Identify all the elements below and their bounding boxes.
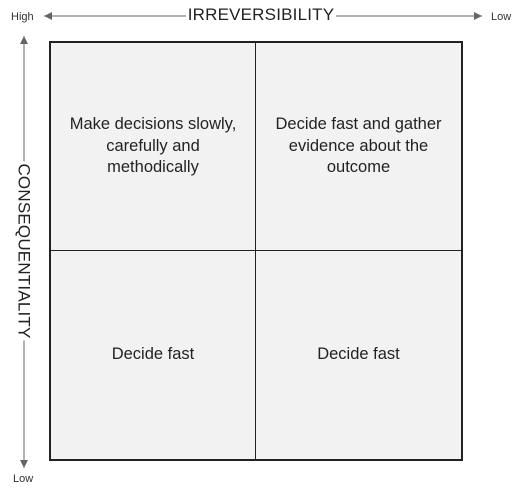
y-axis-title-text: CONSEQUENTIALITY (14, 161, 34, 341)
decision-matrix: Make decisions slowly, carefully and met… (49, 41, 463, 461)
quadrant-bottom-right: Decide fast (256, 251, 461, 459)
x-axis-arrowhead-right (474, 12, 482, 20)
x-axis-arrowhead-left (44, 12, 52, 20)
y-axis-end-label: Low (13, 473, 34, 485)
quadrant-bottom-left: Decide fast (51, 251, 256, 459)
x-axis-title: IRREVERSIBILITY (0, 5, 522, 24)
x-axis-end-label: Low (491, 11, 512, 23)
quadrant-top-right-text: Decide fast and gather evidence about th… (275, 115, 442, 177)
y-axis-arrowhead-bottom (20, 460, 28, 468)
x-axis-start-label: High (11, 11, 34, 23)
x-axis-title-text: IRREVERSIBILITY (185, 5, 337, 24)
quadrant-bottom-right-text: Decide fast (317, 345, 400, 364)
quadrant-top-left-text: Make decisions slowly, carefully and met… (69, 115, 237, 177)
quadrant-bottom-left-text: Decide fast (111, 345, 195, 364)
y-axis-arrowhead-top (20, 36, 28, 44)
quadrant-top-right: Decide fast and gather evidence about th… (256, 43, 461, 251)
quadrant-top-left: Make decisions slowly, carefully and met… (51, 43, 256, 251)
